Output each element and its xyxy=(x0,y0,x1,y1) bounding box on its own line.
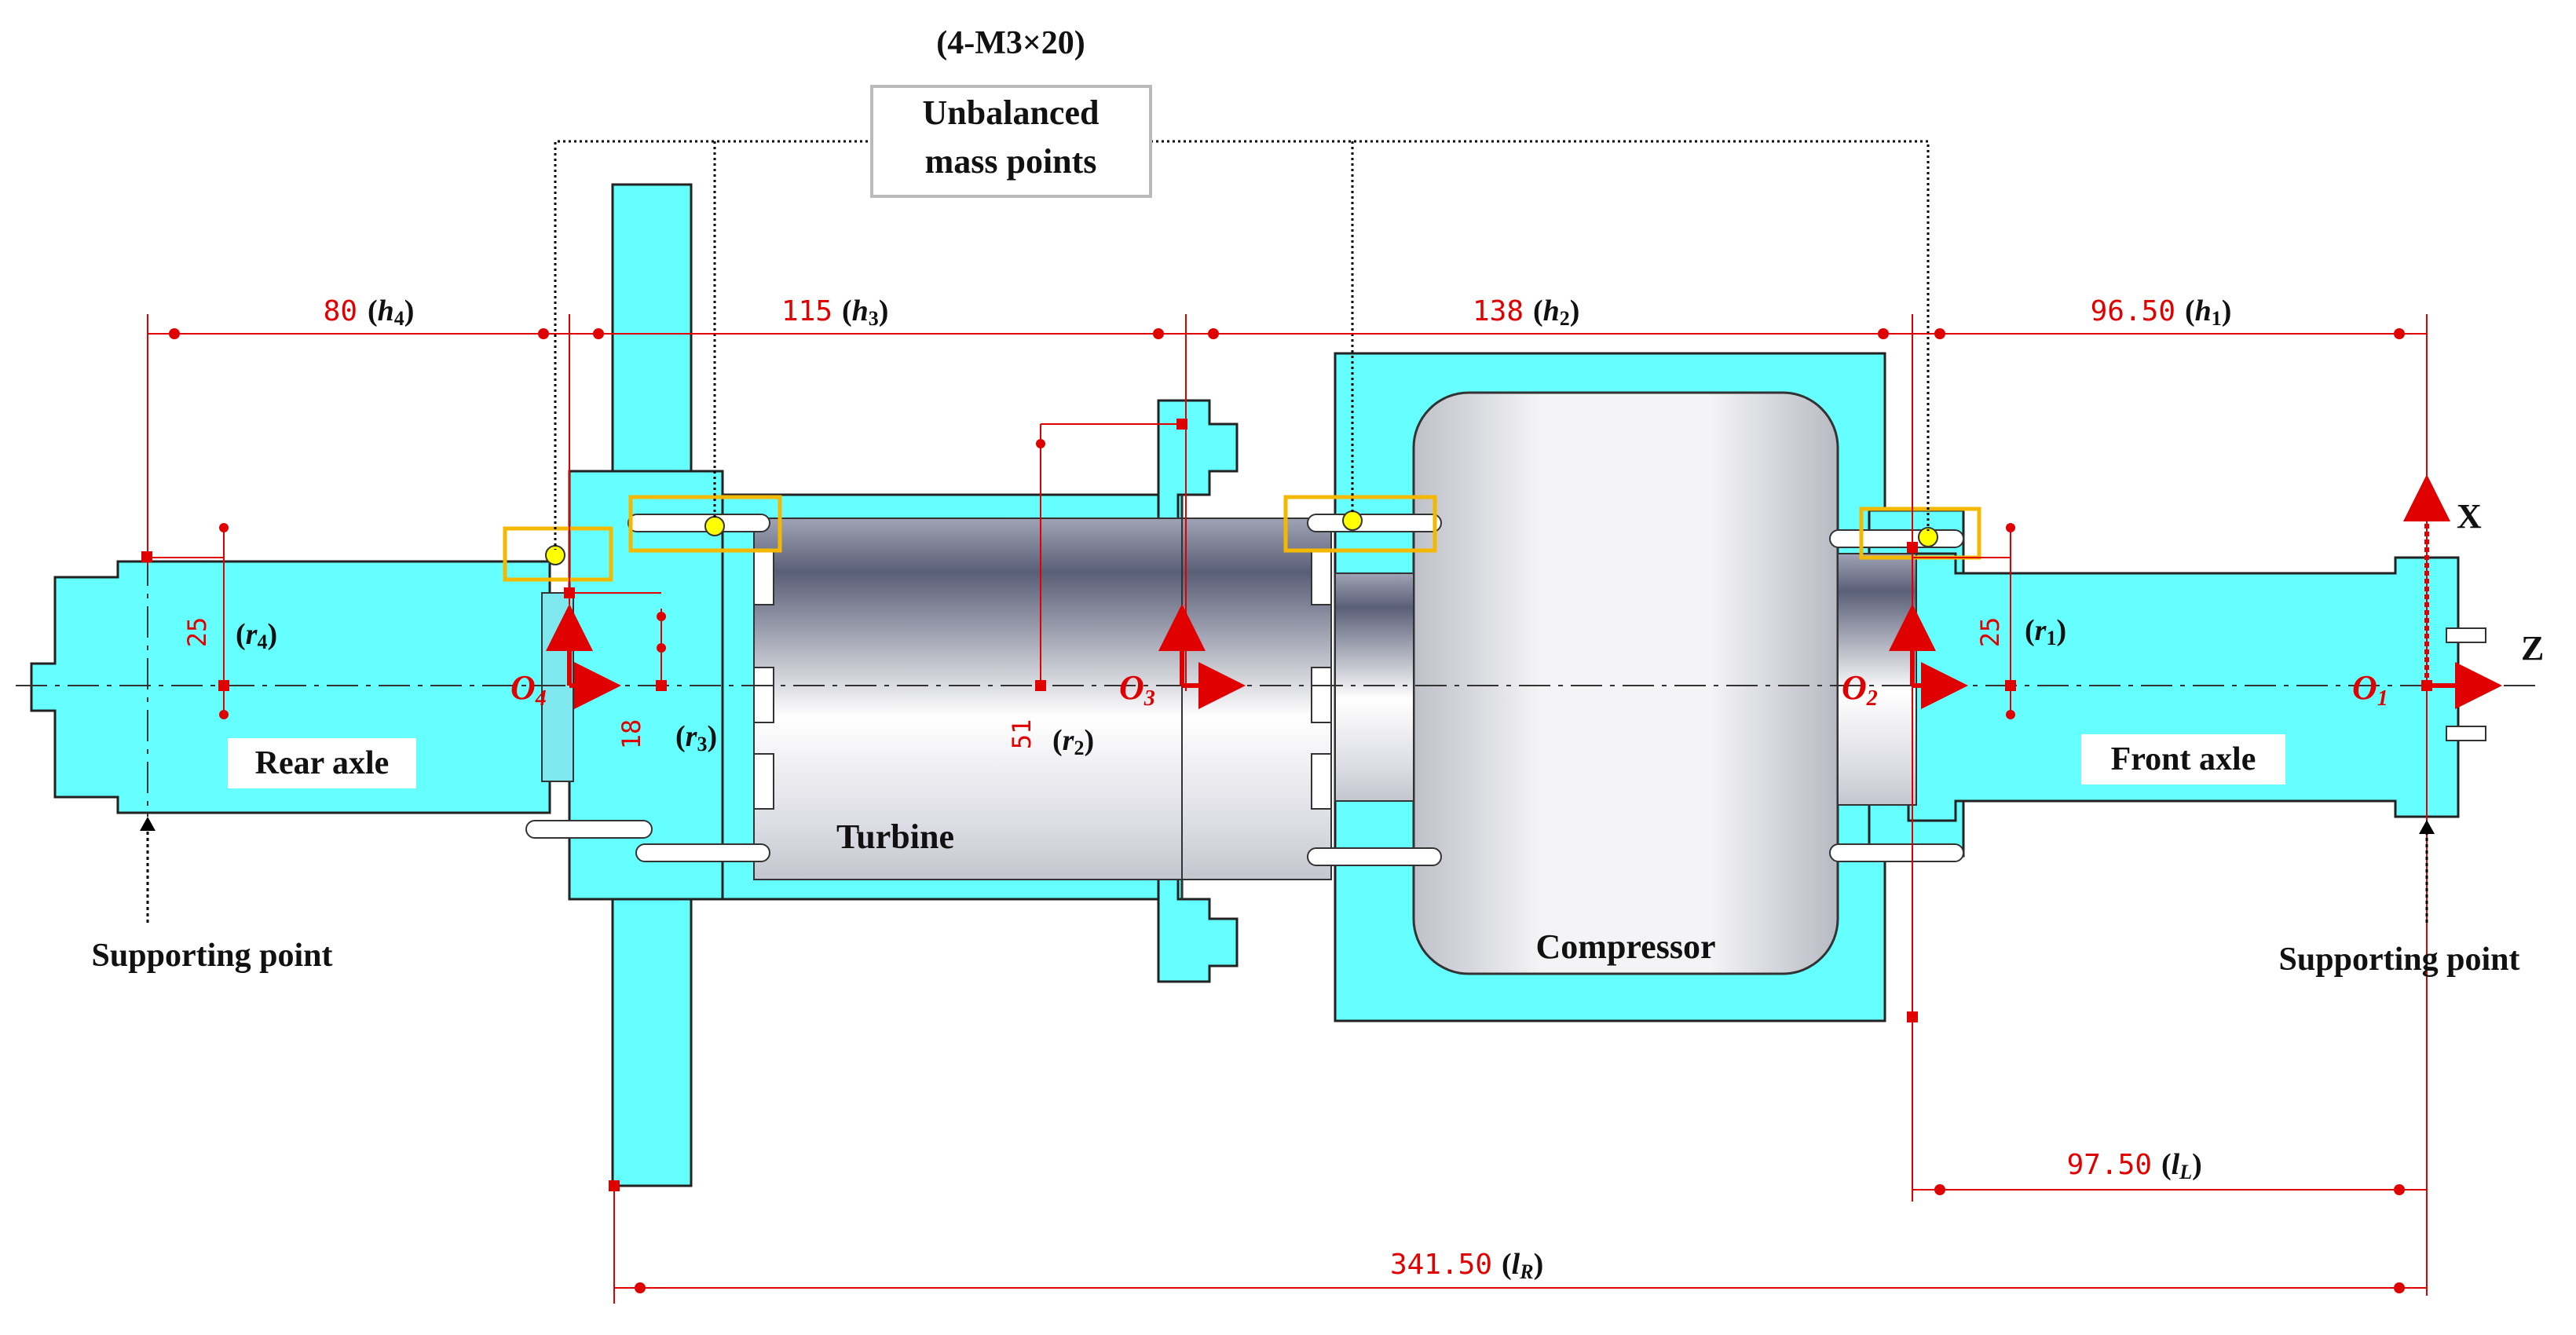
support-arrows xyxy=(146,825,2428,923)
support-arrowhead-left xyxy=(140,817,156,831)
callout-box xyxy=(870,85,1152,198)
dim-h2: 138 (h2) xyxy=(1473,294,1579,330)
dim-r2-label: (r2) xyxy=(1052,724,1094,759)
front-axle-shape xyxy=(1907,552,2460,822)
front-axle-label: Front axle xyxy=(2111,741,2256,777)
origin-o1: O1 xyxy=(2352,668,2388,711)
turbine-label: Turbine xyxy=(836,817,954,856)
dim-lL-label: (lL) xyxy=(2161,1148,2202,1183)
callout-line1: Unbalanced xyxy=(923,93,1100,132)
mass-point-4 xyxy=(545,545,565,565)
dim-r2-value: 51 xyxy=(1007,719,1037,750)
dim-h3: 115 (h3) xyxy=(781,294,888,330)
dim-lR: 341.50 (lR) xyxy=(1390,1248,1543,1283)
dim-lR-label: (lR) xyxy=(1502,1248,1543,1283)
origin-o2: O2 xyxy=(1842,668,1878,711)
support-arrowhead-right xyxy=(2419,820,2435,834)
dim-h3-value: 115 xyxy=(781,295,832,327)
dim-h1-label: (h1) xyxy=(2185,294,2231,330)
rear-axle-label-bg xyxy=(228,738,416,788)
front-axle-label-bg xyxy=(2081,734,2285,785)
dim-r3-value: 18 xyxy=(617,719,646,750)
blade-slots xyxy=(753,549,1332,810)
bolts xyxy=(525,514,2486,866)
dim-r4-label: (r4) xyxy=(236,618,277,653)
callout-line2: mass points xyxy=(925,142,1097,181)
dim-h2-label: (h2) xyxy=(1533,294,1579,330)
local-frames xyxy=(546,474,2502,709)
front-shaft-bore xyxy=(1837,553,1917,806)
dim-h1-value: 96.50 xyxy=(2091,295,2175,327)
dim-r3-label: (r3) xyxy=(675,720,717,755)
dim-r1-value: 25 xyxy=(1975,617,2005,648)
mass-box-2 xyxy=(1283,495,1437,553)
mass-box-4 xyxy=(503,526,613,582)
compressor-label: Compressor xyxy=(1536,927,1716,966)
mass-point-2 xyxy=(1342,510,1363,531)
origin-o3: O3 xyxy=(1119,668,1155,711)
dim-h4-value: 80 xyxy=(324,295,357,327)
dim-h3-label: (h3) xyxy=(842,294,888,330)
dim-h1: 96.50 (h1) xyxy=(2091,294,2232,330)
rear-axle-shape xyxy=(30,560,551,814)
dim-r4-value: 25 xyxy=(182,617,212,648)
mass-highlights xyxy=(503,495,1981,582)
dim-r1-label: (r1) xyxy=(2025,614,2066,649)
dim-h4: 80 (h4) xyxy=(324,294,415,330)
dim-lR-value: 341.50 xyxy=(1390,1249,1492,1281)
callout-leaders xyxy=(554,140,1930,550)
mass-point-3 xyxy=(704,516,725,536)
diagram-title: (4-M3×20) xyxy=(936,25,1085,61)
support-right-label: Supporting point xyxy=(2279,942,2520,978)
compressor-wheel xyxy=(1412,391,1839,975)
rear-axle-label: Rear axle xyxy=(255,745,390,781)
mass-box-3 xyxy=(628,495,782,553)
axis-x-label: X xyxy=(2457,497,2482,536)
compressor-shaft xyxy=(1334,572,1414,802)
axis-z-label: Z xyxy=(2521,629,2544,668)
origin-o4: O4 xyxy=(510,668,547,711)
mass-point-1 xyxy=(1918,527,1938,547)
support-left-label: Supporting point xyxy=(92,938,333,974)
dim-h4-label: (h4) xyxy=(368,294,414,330)
dim-lL: 97.50 (lL) xyxy=(2067,1148,2202,1183)
dim-h2-value: 138 xyxy=(1473,295,1524,327)
dim-lL-value: 97.50 xyxy=(2067,1149,2152,1181)
